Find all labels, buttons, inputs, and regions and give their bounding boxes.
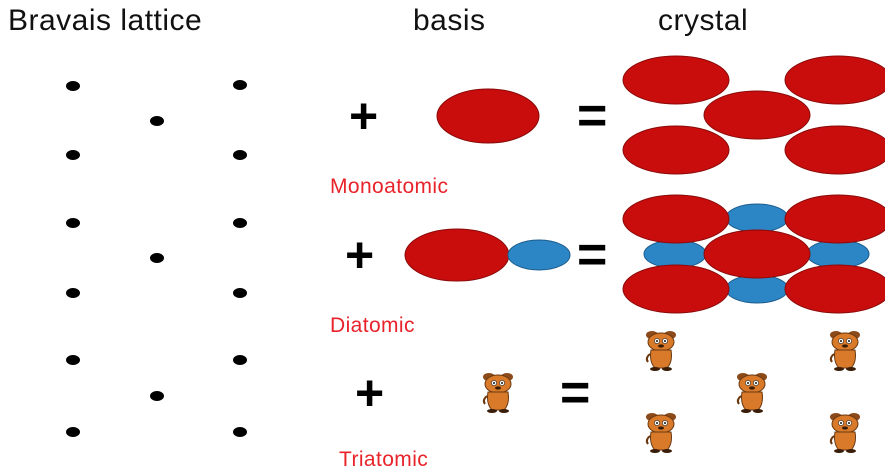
lattice-point: [233, 427, 247, 437]
lattice-point: [233, 288, 247, 298]
lattice-point: [233, 355, 247, 365]
crystal-atom: [622, 55, 730, 105]
bravais-lattice-dots: [66, 80, 247, 437]
plus-sign: +: [355, 365, 384, 421]
crystal-atom-small: [806, 239, 870, 269]
equals-sign: =: [577, 226, 607, 284]
lattice-point: [233, 80, 247, 90]
bravais-lattice-heading: Bravais lattice: [8, 4, 203, 37]
basis-heading: basis: [413, 4, 486, 37]
crystal-atom: [622, 194, 730, 244]
lattice-point: [150, 116, 164, 126]
crystal-mouse-figure: [645, 330, 677, 372]
crystal-heading: crystal: [658, 4, 749, 37]
crystal-atom-small: [725, 274, 789, 304]
basis-atom-large: [436, 88, 540, 144]
crystal-mouse-figure: [736, 372, 768, 414]
lattice-point: [66, 427, 80, 437]
lattice-point: [150, 391, 164, 401]
crystal-atom: [703, 90, 811, 140]
lattice-point: [66, 218, 80, 228]
equals-sign: =: [577, 87, 607, 145]
crystal-mouse-figure: [829, 412, 861, 454]
lattice-point: [233, 218, 247, 228]
equals-sign: =: [560, 364, 590, 422]
lattice-point: [66, 150, 80, 160]
monoatomic-crystal: [622, 55, 885, 175]
crystal-atom: [784, 264, 885, 314]
triatomic-crystal: [645, 330, 861, 454]
lattice-point: [66, 288, 80, 298]
lattice-point: [233, 150, 247, 160]
crystal-atom: [622, 264, 730, 314]
lattice-point: [150, 253, 164, 263]
crystal-mouse-figure: [645, 412, 677, 454]
diatomic-crystal: [622, 194, 885, 314]
crystal-atom: [784, 55, 885, 105]
crystal-mouse-figure: [829, 330, 861, 372]
lattice-point: [66, 81, 80, 91]
crystal-atom: [784, 194, 885, 244]
monoatomic-label: Monoatomic: [330, 175, 449, 198]
crystal-atom-small: [643, 239, 707, 269]
lattice-point: [66, 355, 80, 365]
crystal-atom: [622, 125, 730, 175]
plus-sign: +: [349, 88, 378, 144]
crystal-atom: [784, 125, 885, 175]
basis-mouse-figure: [482, 372, 514, 414]
basis-atom-small: [507, 239, 571, 271]
crystal-atom-small: [725, 203, 789, 233]
diatomic-label: Diatomic: [330, 314, 415, 337]
crystal-atom: [703, 229, 811, 279]
basis-atom-large: [404, 228, 510, 282]
triatomic-label: Triatomic: [339, 448, 429, 471]
plus-sign: +: [345, 227, 374, 283]
